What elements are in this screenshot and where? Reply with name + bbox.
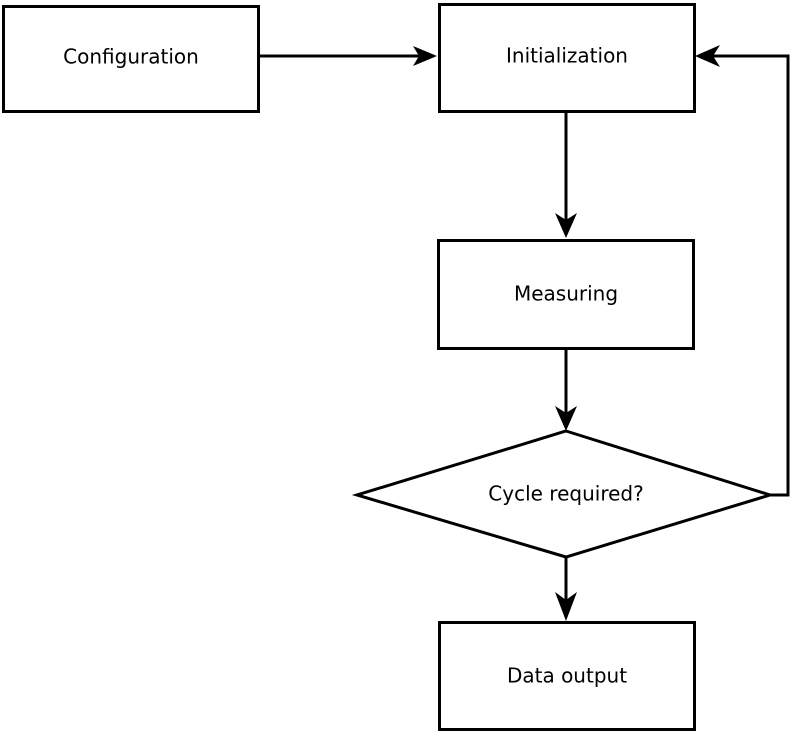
edge-configuration-to-initialization <box>259 46 437 66</box>
arrow-head-icon <box>555 213 577 238</box>
node-measuring[interactable]: Measuring <box>437 239 695 350</box>
node-cycle-required[interactable]: Cycle required? <box>351 429 776 559</box>
node-cycle-required-diamond[interactable] <box>351 429 776 559</box>
arrow-head-icon <box>555 592 577 621</box>
node-measuring-label: Measuring <box>514 282 618 306</box>
arrow-head-icon <box>695 45 720 67</box>
edge-initialization-to-measuring <box>555 113 577 238</box>
edge-cycle-required-to-initialization-feedback <box>695 45 790 497</box>
node-configuration[interactable]: Configuration <box>2 5 260 113</box>
node-cycle-required-label: Cycle required? <box>488 482 643 506</box>
node-data-output-box[interactable] <box>438 621 696 731</box>
node-measuring-box[interactable] <box>437 239 695 350</box>
node-configuration-label: Configuration <box>63 45 199 69</box>
edge-cycle-required-to-data-output <box>555 557 577 621</box>
node-data-output-label: Data output <box>507 664 627 688</box>
node-initialization[interactable]: Initialization <box>438 3 696 113</box>
edge-measuring-to-cycle-required <box>555 350 577 431</box>
arrow-head-icon <box>555 406 577 431</box>
arrow-head-icon <box>413 46 437 66</box>
node-initialization-box[interactable] <box>438 3 696 113</box>
edge-line <box>708 54 790 497</box>
node-data-output[interactable]: Data output <box>438 621 696 731</box>
node-configuration-box[interactable] <box>2 5 260 113</box>
node-initialization-label: Initialization <box>506 44 628 68</box>
